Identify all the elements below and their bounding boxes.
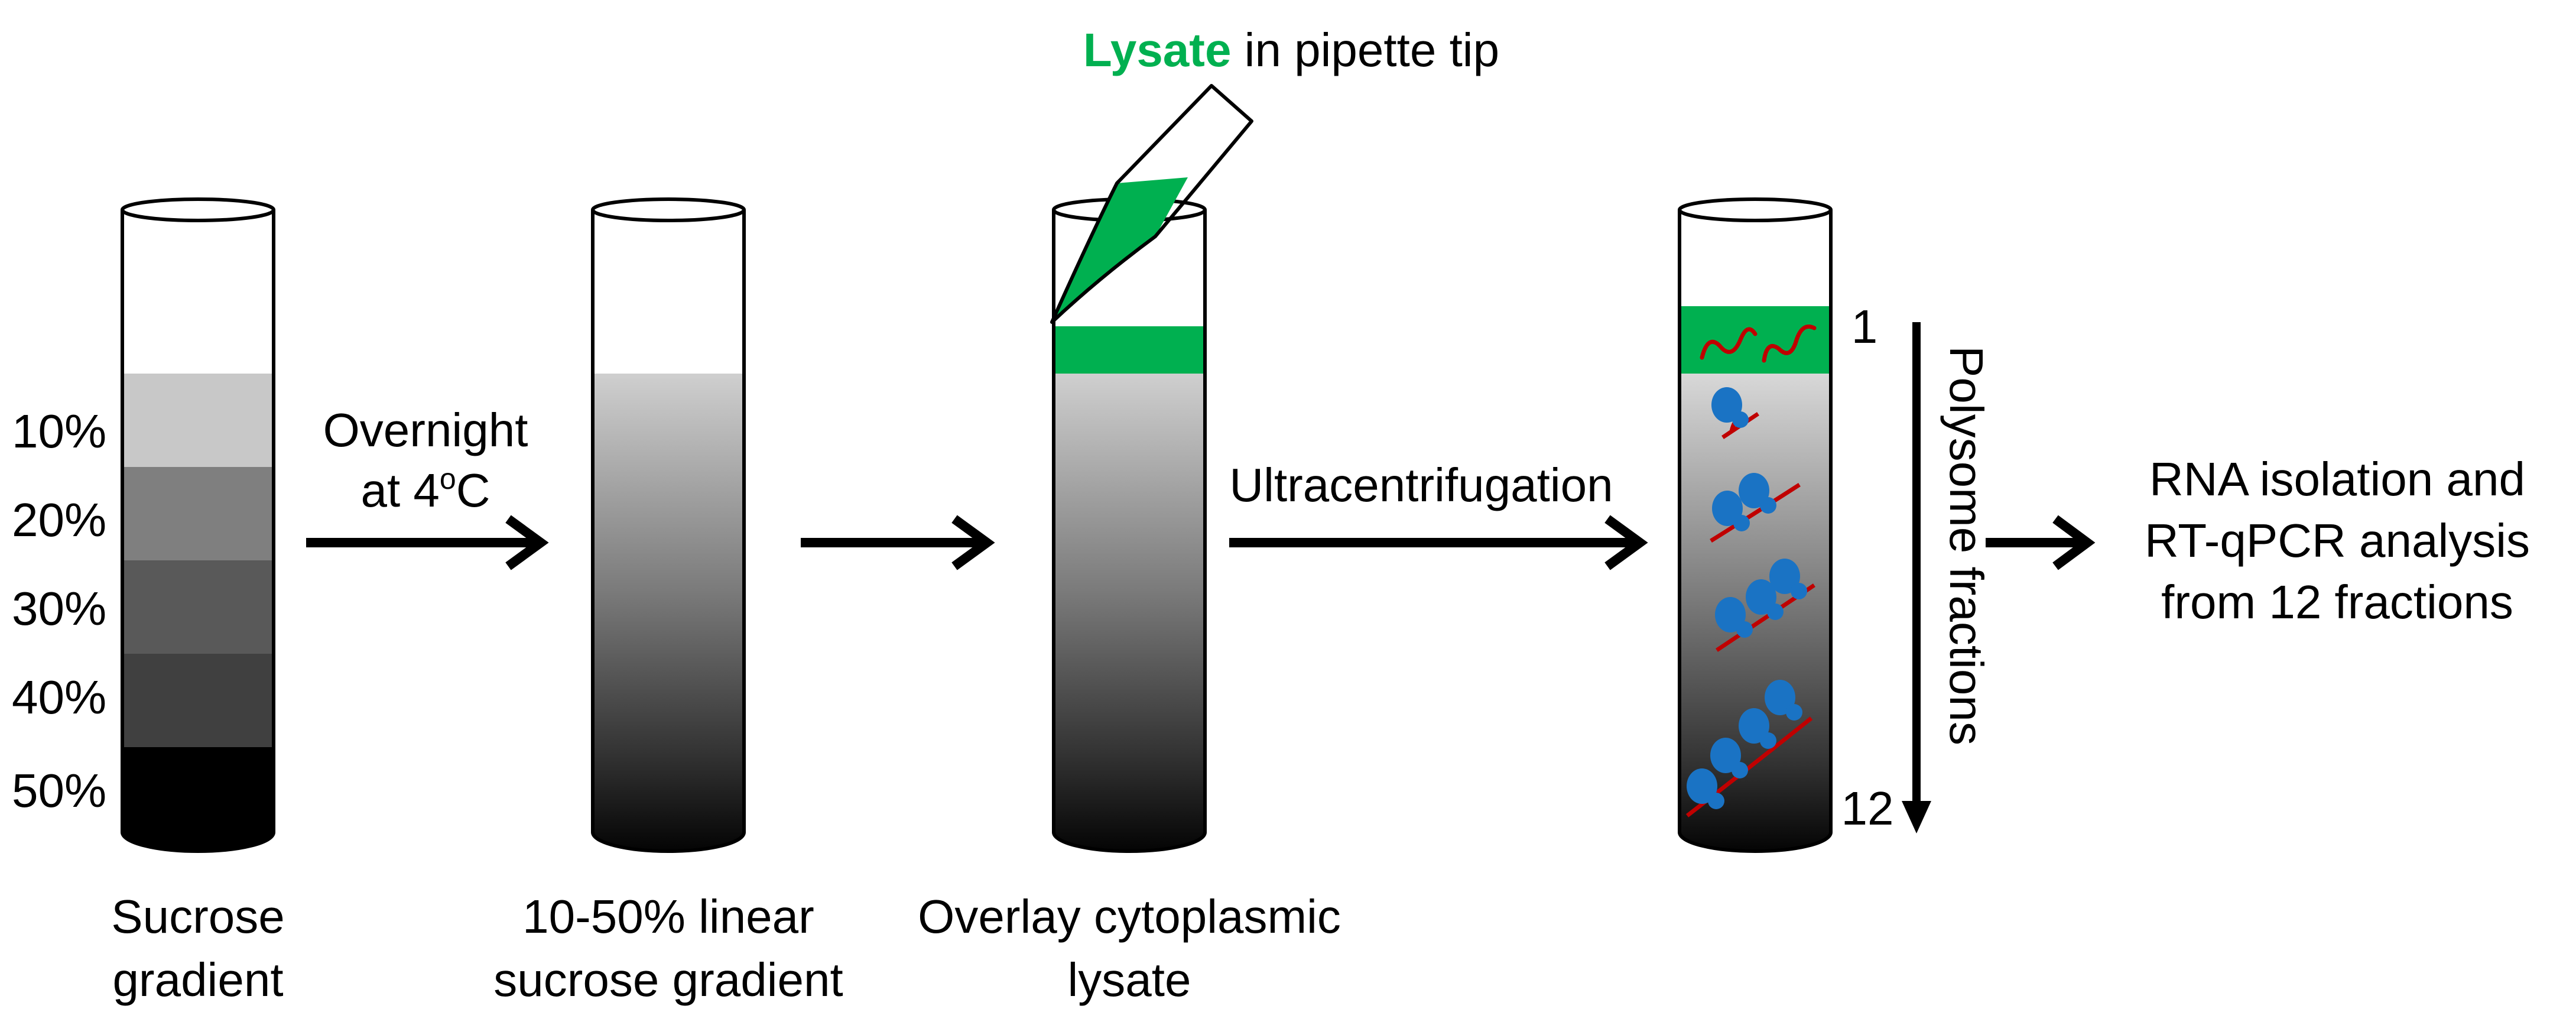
free-mrna xyxy=(1700,325,1817,363)
gradient-band-10 xyxy=(122,374,274,467)
pipette-tip xyxy=(1050,84,1253,324)
disome xyxy=(1710,473,1801,543)
trisome xyxy=(1715,559,1815,652)
gradient-band-30 xyxy=(122,560,274,654)
monosome xyxy=(1711,387,1759,439)
result-line2: RT-qPCR analysis xyxy=(2145,514,2530,567)
polysomes xyxy=(1685,387,1815,817)
arrow-overlay xyxy=(801,515,995,570)
lysate-layer xyxy=(1054,326,1205,374)
tube2-caption-line1: 10-50% linear xyxy=(522,890,814,943)
tube1-caption-line1: Sucrose xyxy=(111,890,284,943)
level-label-20: 20% xyxy=(12,494,106,546)
result-line3: from 12 fractions xyxy=(2161,576,2513,628)
analysis-description: RNA isolation and RT-qPCR analysis from … xyxy=(2145,453,2530,628)
lysate-layer-top xyxy=(1680,306,1831,374)
lysate-word: Lysate xyxy=(1083,24,1232,76)
tube3-caption-line2: lysate xyxy=(1068,953,1191,1006)
gradient-band-40 xyxy=(122,654,274,747)
arrow-overnight xyxy=(306,515,549,570)
arrow1-label-line2: at 4oC xyxy=(360,462,490,517)
tube-polysome-fractions xyxy=(1678,197,1833,853)
large-polysome xyxy=(1685,680,1813,817)
tube-step-gradient xyxy=(121,197,275,853)
fraction-arrow xyxy=(1902,322,1931,833)
fraction-number-bottom: 12 xyxy=(1841,782,1894,835)
level-label-30: 30% xyxy=(12,582,106,635)
tube3-caption-line1: Overlay cytoplasmic xyxy=(918,890,1341,943)
level-label-10: 10% xyxy=(12,405,106,458)
tube1-caption-line2: gradient xyxy=(112,953,283,1006)
concentration-labels: 10% 20% 30% 40% 50% xyxy=(12,405,106,817)
pipette-label: Lysate in pipette tip xyxy=(1083,24,1499,76)
polysome-fractions-label: Polysome fractions xyxy=(1940,346,1993,745)
result-line1: RNA isolation and xyxy=(2149,453,2525,505)
arrow1-label-line1: Overnight xyxy=(323,404,528,456)
gradient-band-50 xyxy=(122,747,274,851)
level-label-40: 40% xyxy=(12,671,106,724)
fraction-number-top: 1 xyxy=(1851,300,1878,353)
arrow-ultracentrifugation xyxy=(1229,515,1648,570)
tube2-caption-line2: sucrose gradient xyxy=(493,953,843,1006)
level-label-50: 50% xyxy=(12,764,106,817)
arrow-analysis xyxy=(1986,515,2096,570)
tube-lysate-overlay xyxy=(1052,197,1207,853)
arrow3-label: Ultracentrifugation xyxy=(1229,459,1613,511)
tube-linear-gradient xyxy=(591,197,746,853)
gradient-band-20 xyxy=(122,467,274,560)
